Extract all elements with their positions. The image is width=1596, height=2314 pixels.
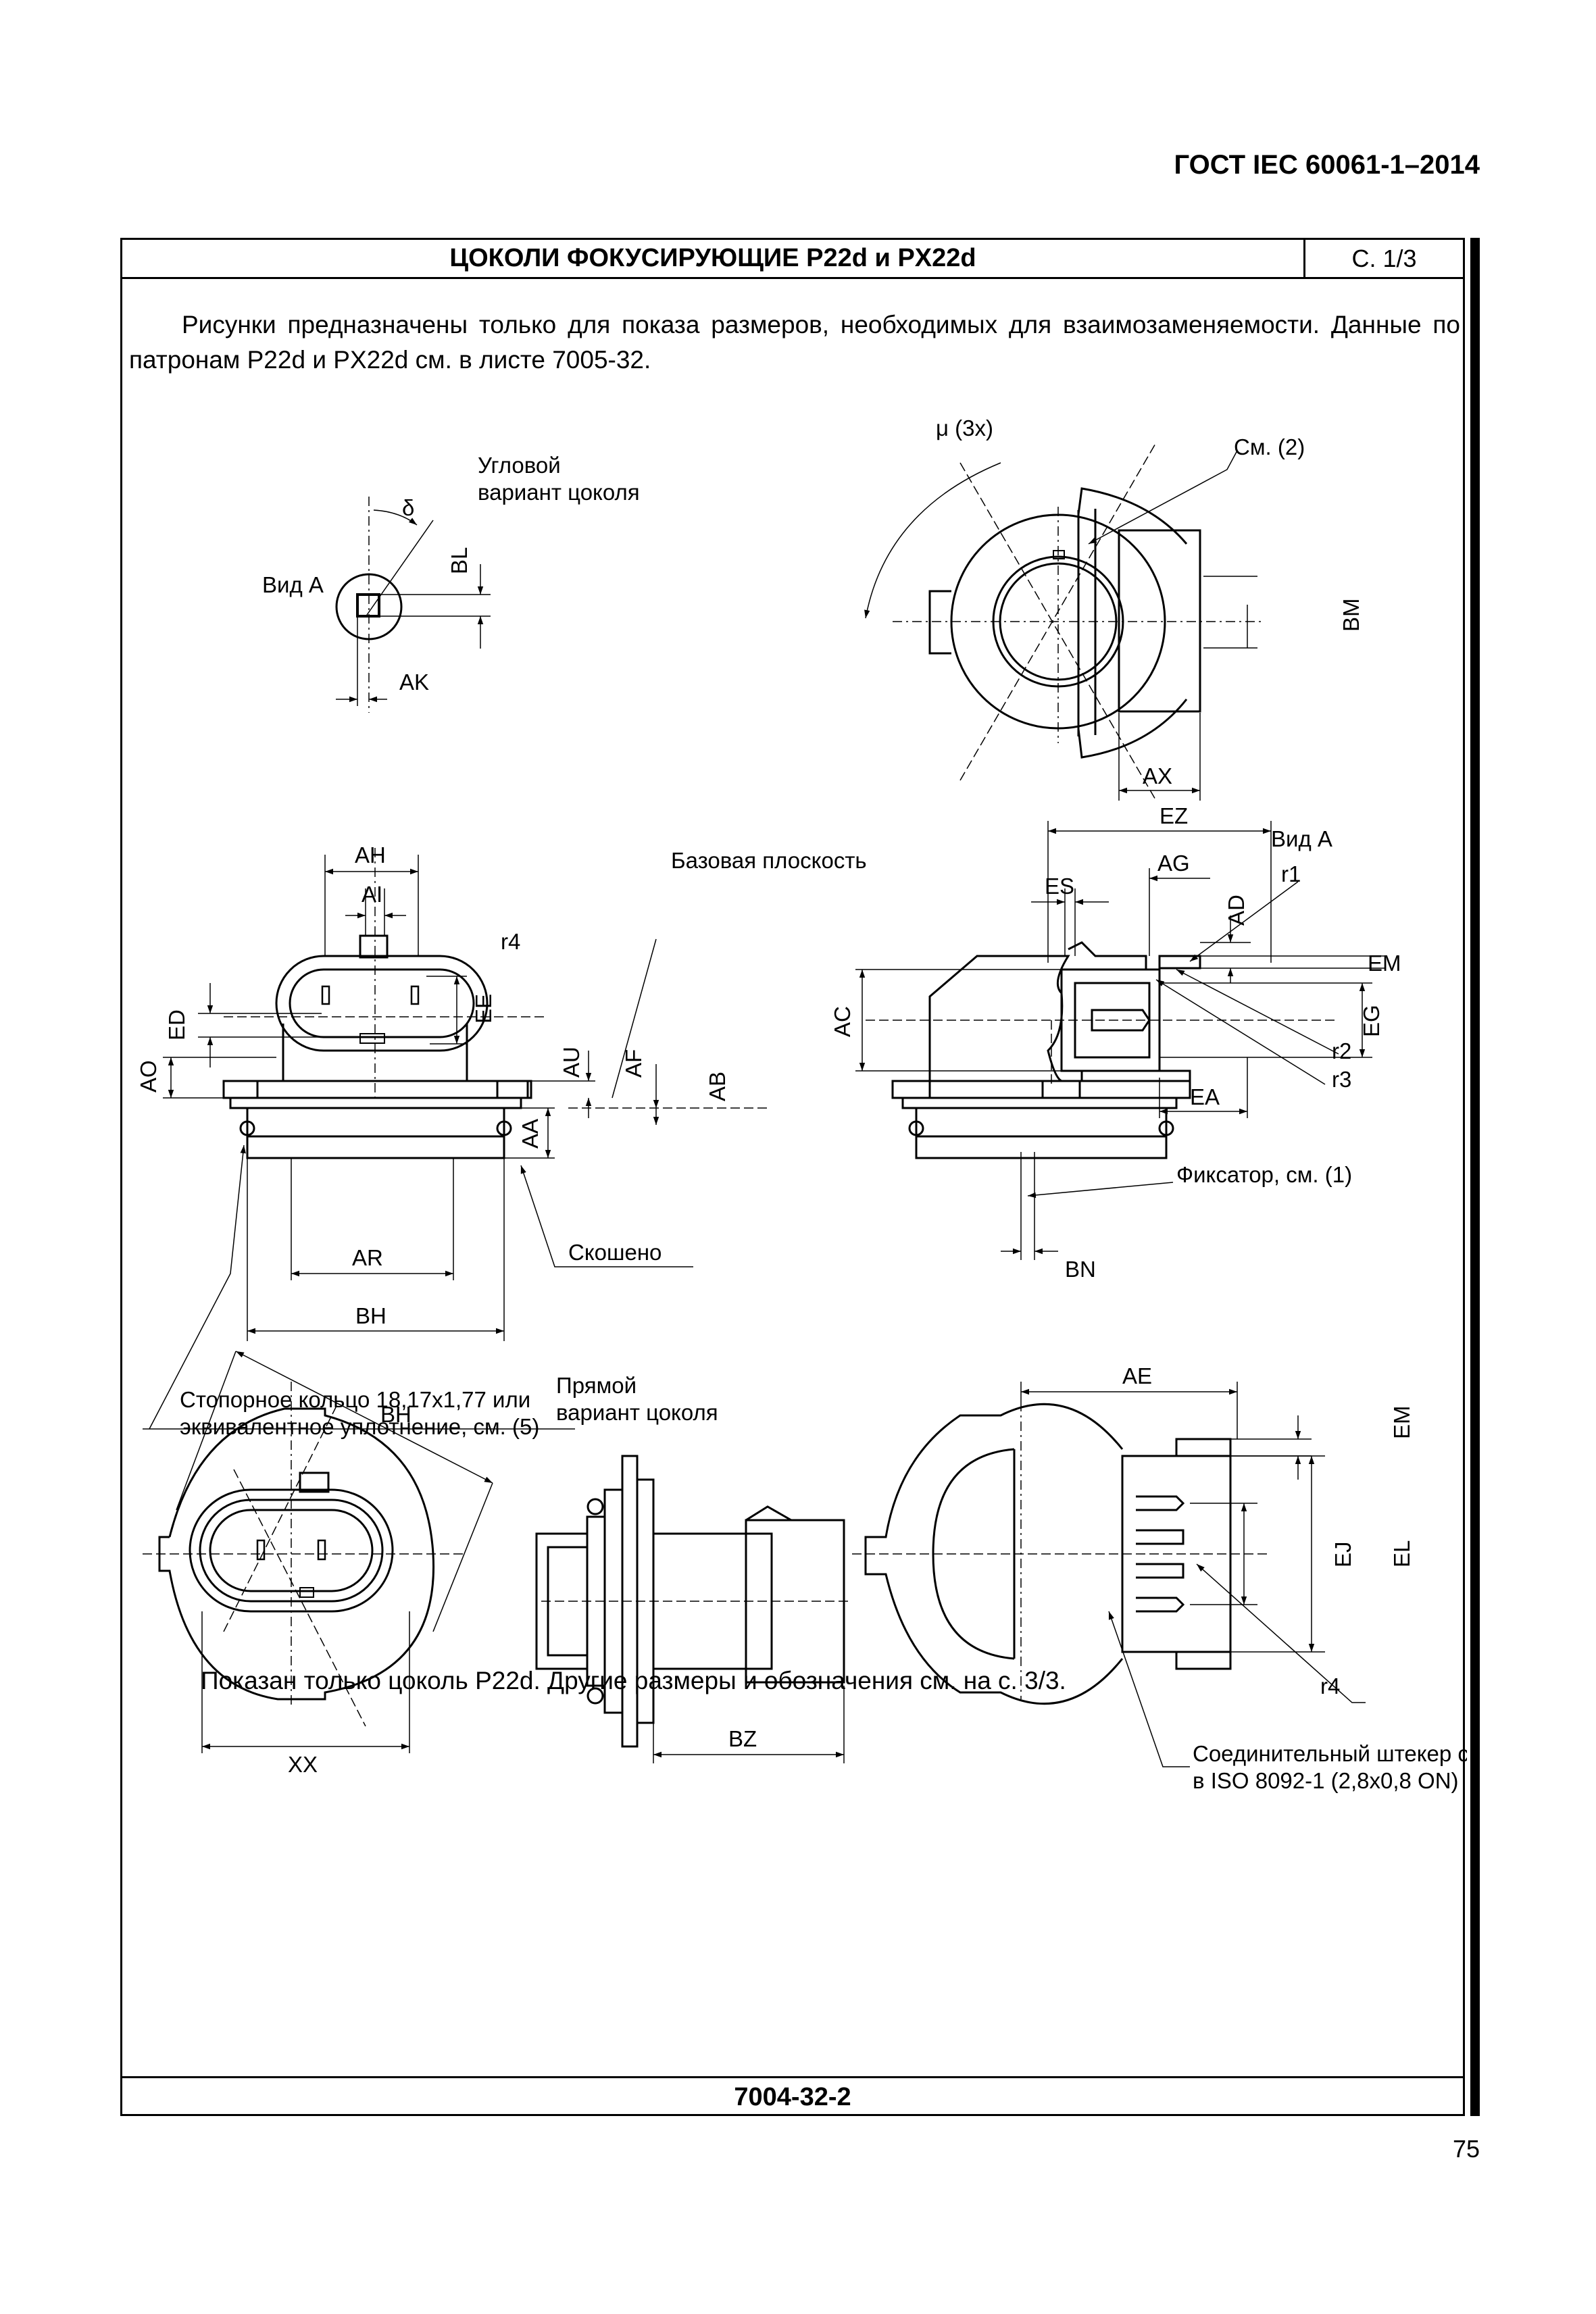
sheet-page-cell: С. 1/3 xyxy=(1303,240,1463,277)
sheet-number: 7004-32-2 xyxy=(122,2076,1463,2116)
dim-BL: BL xyxy=(447,547,472,574)
right-margin-bar xyxy=(1470,238,1480,2116)
dim-AO: AO xyxy=(136,1060,161,1092)
sheet-frame: ЦОКОЛИ ФОКУСИРУЮЩИЕ P22d и PX22d С. 1/3 … xyxy=(120,238,1467,2116)
side-view-bottom xyxy=(535,1455,852,1763)
base-plane-label: Базовая плоскость xyxy=(671,848,867,873)
dim-AI: AI xyxy=(361,882,382,907)
front-view-top xyxy=(864,442,1264,801)
title-row: ЦОКОЛИ ФОКУСИРУЮЩИЕ P22d и PX22d С. 1/3 xyxy=(122,240,1463,279)
angled-variant-label-2: вариант цоколя xyxy=(478,480,640,505)
latch-label: Фиксатор, см. (1) xyxy=(1176,1162,1352,1187)
straight-variant-label-1: Прямой xyxy=(556,1373,637,1398)
dim-AB: AB xyxy=(705,1072,730,1101)
dim-ED: ED xyxy=(164,1009,189,1040)
dim-r4-2: r4 xyxy=(1320,1674,1340,1699)
dim-BH-2: BH xyxy=(380,1402,412,1427)
standard-code: ГОСТ IEC 60061-1–2014 xyxy=(1174,150,1480,180)
sheet-title: ЦОКОЛИ ФОКУСИРУЮЩИЕ P22d и PX22d xyxy=(449,244,976,272)
dim-r2: r2 xyxy=(1332,1038,1351,1063)
dim-AX: AX xyxy=(1143,763,1172,788)
dim-AA: AA xyxy=(518,1119,543,1149)
side-view-right xyxy=(855,821,1386,1260)
connector-label-1: Соединительный штекер см. xyxy=(1193,1741,1467,1766)
dim-AG: AG xyxy=(1157,851,1190,876)
dim-AE: AE xyxy=(1122,1363,1152,1388)
connector-label-2: в ISO 8092-1 (2,8x0,8 ON) xyxy=(1193,1768,1459,1793)
dim-AF: AF xyxy=(621,1049,646,1078)
dim-r1: r1 xyxy=(1281,861,1301,886)
dim-EE: EE xyxy=(471,994,496,1024)
intro-text: Рисунки предназначены только для показа … xyxy=(129,311,1460,374)
dim-BZ: BZ xyxy=(728,1726,757,1751)
dim-AD: AD xyxy=(1224,895,1249,926)
dim-EZ: EZ xyxy=(1159,803,1188,828)
dim-r4: r4 xyxy=(501,929,520,954)
dim-EG: EG xyxy=(1359,1005,1384,1037)
angled-variant-label-1: Угловой xyxy=(478,453,561,478)
dim-XX: XX xyxy=(288,1752,318,1777)
ring-label-2: эквивалентное уплотнение, см. (5) xyxy=(180,1414,539,1439)
dim-BN: BN xyxy=(1065,1257,1096,1282)
dim-EM: EM xyxy=(1368,951,1401,976)
side-view-left xyxy=(143,848,771,1430)
dim-ES: ES xyxy=(1045,874,1074,899)
mu-label: μ (3x) xyxy=(936,416,993,441)
front-view-bottom xyxy=(143,1351,493,1753)
chamfered-label: Скошено xyxy=(568,1240,662,1265)
technical-drawing: Угловой вариант цоколя Вид А δ AK BL μ (… xyxy=(136,416,1467,1793)
view-a-detail xyxy=(335,497,491,713)
dim-EL: EL xyxy=(1389,1540,1414,1567)
view-a-label-2: Вид А xyxy=(1271,826,1332,851)
dim-r3: r3 xyxy=(1332,1067,1351,1092)
ring-label-1: Стопорное кольцо 18,17x1,77 или xyxy=(180,1387,530,1412)
straight-variant-label-2: вариант цоколя xyxy=(556,1400,718,1425)
view-a-label: Вид А xyxy=(262,572,324,597)
dim-EA: EA xyxy=(1190,1084,1220,1109)
dim-EJ: EJ xyxy=(1330,1541,1355,1567)
dim-AK: AK xyxy=(399,670,429,695)
dim-AC: AC xyxy=(830,1006,855,1037)
dim-AU: AU xyxy=(559,1047,584,1078)
dim-AH: AH xyxy=(355,842,386,867)
page-number: 75 xyxy=(1452,2135,1480,2163)
dim-EM-2: EM xyxy=(1389,1406,1414,1440)
footnote: Показан только цоколь P22d. Другие разме… xyxy=(201,1667,1066,1694)
dim-BM: BM xyxy=(1339,599,1364,632)
connector-view xyxy=(852,1382,1366,1767)
dim-BH: BH xyxy=(355,1303,386,1328)
dim-AR: AR xyxy=(352,1245,383,1270)
delta-label: δ xyxy=(402,495,414,520)
see2-label: См. (2) xyxy=(1234,434,1305,459)
